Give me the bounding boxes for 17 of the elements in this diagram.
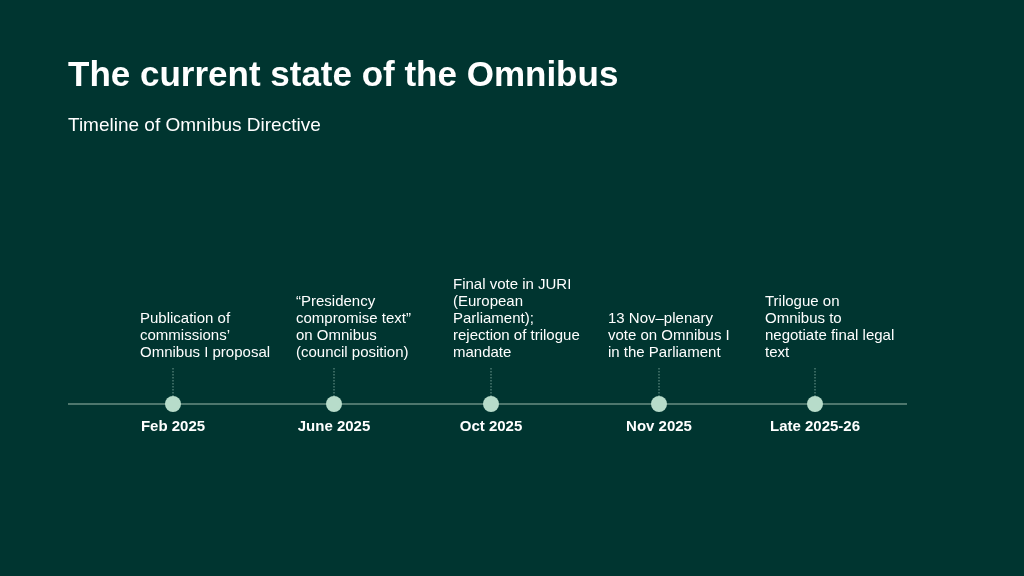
- leader-line: [658, 367, 660, 397]
- event-description: 13 Nov–plenary vote on Omnibus I in the Parliament: [608, 309, 740, 360]
- event-description: Trilogue on Omnibus to negotiate final legal text: [765, 292, 897, 360]
- title: The current state of the Omnibus: [68, 53, 619, 95]
- event-description: Publication of commissions’ Omnibus I proposal: [140, 309, 272, 360]
- date-label: June 2025: [296, 417, 372, 435]
- date-label: Late 2025-26: [768, 417, 862, 435]
- leader-line: [172, 367, 174, 397]
- event-description: “Presidency compromise text” on Omnibus (council position): [296, 292, 428, 360]
- date-label: Nov 2025: [625, 417, 693, 435]
- leader-line: [490, 367, 492, 397]
- date-label: Feb 2025: [139, 417, 207, 435]
- date-label: Oct 2025: [458, 417, 524, 435]
- event-description: Final vote in JURI (European Parliament); rejection of trilogue mandate: [453, 275, 585, 360]
- leader-line: [333, 367, 335, 397]
- leader-line: [814, 367, 816, 397]
- subtitle: Timeline of Omnibus Directive: [68, 113, 321, 137]
